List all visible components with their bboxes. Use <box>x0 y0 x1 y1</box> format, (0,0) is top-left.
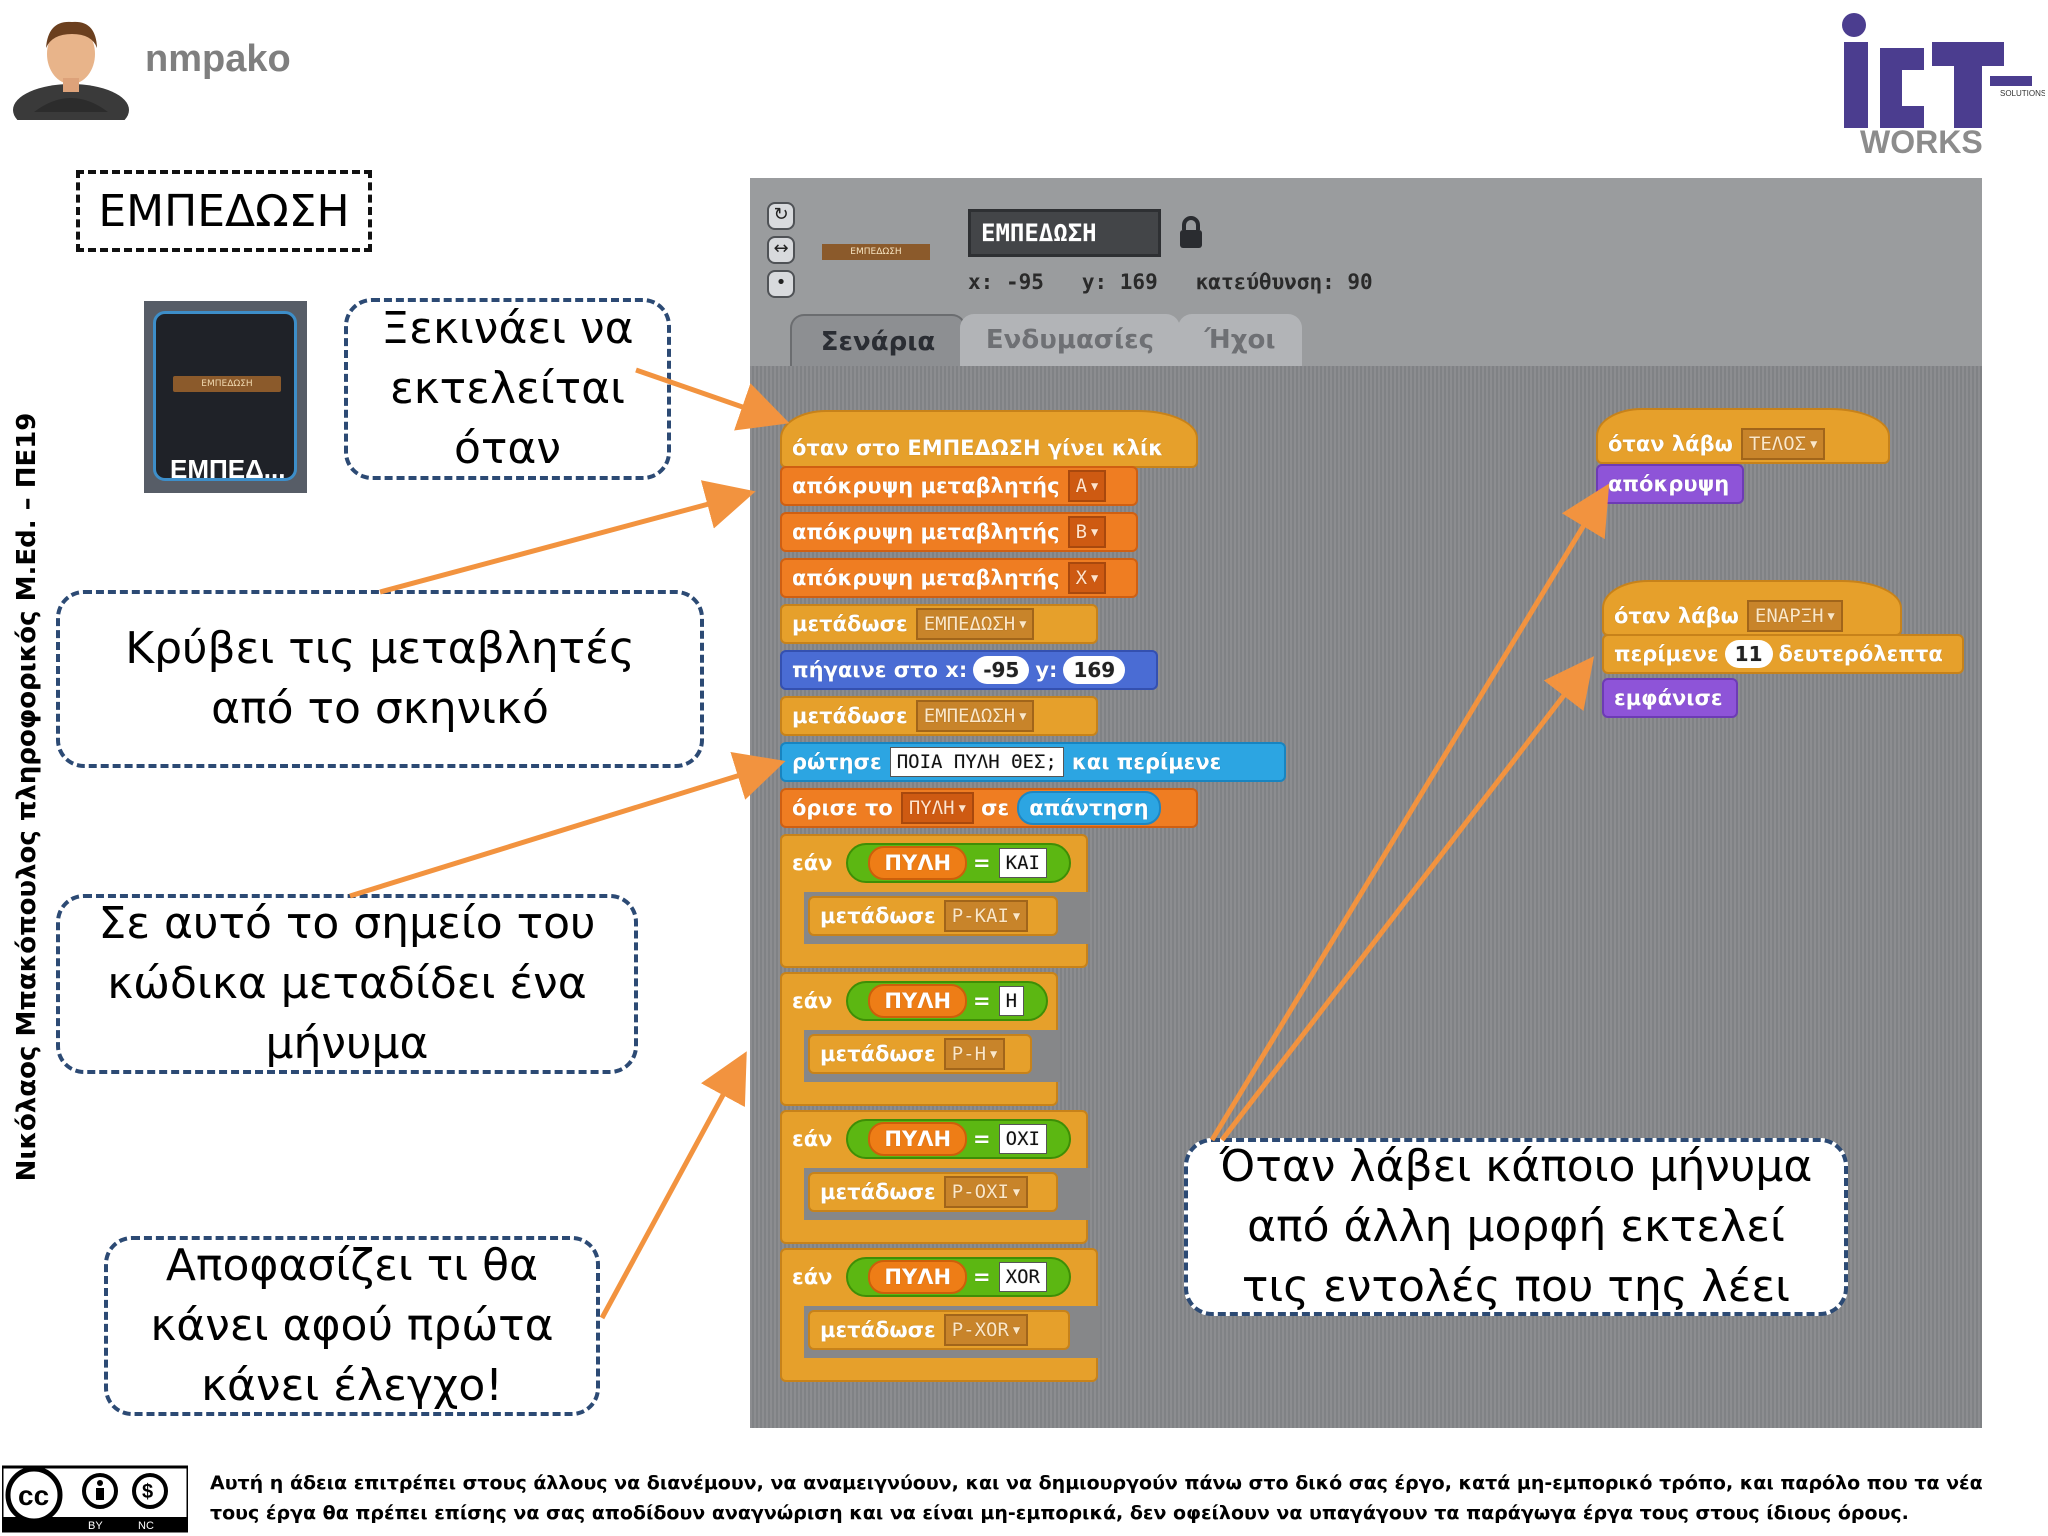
svg-text:cc: cc <box>18 1480 49 1511</box>
variable-dropdown[interactable]: A <box>1067 470 1107 502</box>
svg-text:SOLUTIONS: SOLUTIONS <box>2000 89 2045 98</box>
sprite-coords: x: -95 y: 169 κατεύθυνση: 90 <box>968 270 1373 294</box>
message-dropdown[interactable]: P-H <box>943 1038 1006 1070</box>
message-dropdown[interactable]: ΕΜΠΕΔΩΣΗ <box>915 608 1035 640</box>
arrow-to-if <box>599 1051 747 1320</box>
when-sprite-clicked-hat-block[interactable]: όταν στο ΕΜΠΕΔΩΣΗ γίνει κλίκ <box>780 410 1198 468</box>
equals-operator[interactable]: ΠΥΛΗ=H <box>846 981 1049 1021</box>
sprite-thumbnail-name: ΕΜΠΕΔ... <box>170 454 286 484</box>
message-dropdown[interactable]: P-XOR <box>943 1314 1029 1346</box>
user-avatar-icon <box>13 21 129 120</box>
compare-value[interactable]: ΚΑΙ <box>998 848 1047 878</box>
arrow-to-broadcast <box>349 751 786 899</box>
side-caption: Νικόλαος Μπακόπουλος πληροφορικός M.Ed. … <box>12 412 42 1182</box>
variable-dropdown[interactable]: B <box>1067 516 1107 548</box>
sprite-thumbnail[interactable]: ΕΜΠΕΔΩΣΗ ΕΜΠΕΔ... <box>144 301 307 493</box>
goto-y-input[interactable]: 169 <box>1063 656 1126 684</box>
receive-message-dropdown[interactable]: ΤΕΛΟΣ <box>1740 428 1826 460</box>
slide-title: ΕΜΠΕΔΩΣΗ <box>76 170 372 252</box>
svg-text:NC: NC <box>138 1520 154 1532</box>
note-hides: Κρύβει τις μεταβλητές από το σκηνικό <box>56 590 704 768</box>
variable-dropdown[interactable]: X <box>1067 562 1107 594</box>
note-broadcast: Σε αυτό το σημείο του κώδικα μεταδίδει έ… <box>56 894 638 1074</box>
note-decides: Αποφασίζει τι θα κάνει αφού πρώτα κάνει … <box>104 1236 600 1416</box>
rotate-style-icon[interactable]: ↻ <box>767 202 795 230</box>
compare-value[interactable]: H <box>998 986 1025 1016</box>
license-text: Αυτή η άδεια επιτρέπει στους άλλους να δ… <box>210 1472 1983 1524</box>
tab-costumes[interactable]: Ενδυμασίες <box>960 314 1180 366</box>
wait-seconds-input[interactable]: 11 <box>1724 640 1773 668</box>
sprite-preview: ΕΜΠΕΔΩΣΗ <box>822 244 930 260</box>
goto-x-input[interactable]: -95 <box>973 656 1030 684</box>
sprite-info-header: ↻ ↔ • ΕΜΠΕΔΩΣΗ ΕΜΠΕΔΩΣΗ x: -95 y: 169 κα… <box>750 178 1982 368</box>
hide-block[interactable]: απόκρυψη <box>1596 464 1744 504</box>
lock-icon[interactable] <box>1178 216 1204 250</box>
equals-operator[interactable]: ΠΥΛΗ=XOR <box>846 1257 1071 1297</box>
arrow-to-hide <box>379 480 756 595</box>
message-dropdown[interactable]: ΕΜΠΕΔΩΣΗ <box>915 700 1035 732</box>
note-receives: Όταν λάβει κάποιο μήνυμα από άλλη μορφή … <box>1184 1138 1848 1316</box>
sprite-thumbnail-mini-label: ΕΜΠΕΔΩΣΗ <box>173 376 281 392</box>
logo-works-text: WORKS <box>1860 124 1983 160</box>
show-block[interactable]: εμφάνισε <box>1602 678 1738 718</box>
tab-scripts[interactable]: Σενάρια <box>790 314 966 368</box>
equals-operator[interactable]: ΠΥΛΗ=ΟΧΙ <box>846 1119 1071 1159</box>
compare-value[interactable]: XOR <box>998 1262 1047 1292</box>
flip-style-icon[interactable]: ↔ <box>767 236 795 264</box>
username: nmpako <box>145 38 291 80</box>
ict-works-logo: WORKS SOLUTIONS <box>1842 13 2045 160</box>
creative-commons-by-nc-badge: cc $ BY NC <box>2 1465 188 1533</box>
sprite-name-field[interactable]: ΕΜΠΕΔΩΣΗ <box>968 209 1161 257</box>
if-label: εάν <box>792 851 833 875</box>
answer-reporter[interactable]: απάντηση <box>1017 791 1161 825</box>
no-rotate-icon[interactable]: • <box>767 270 795 298</box>
ask-text-input[interactable]: ΠΟΙΑ ΠΥΛΗ ΘΕΣ; <box>889 747 1064 777</box>
receive-message-dropdown[interactable]: ΕΝΑΡΞΗ <box>1746 600 1843 632</box>
message-dropdown[interactable]: P-ΚΑΙ <box>943 900 1029 932</box>
message-dropdown[interactable]: P-ΟΧΙ <box>943 1176 1029 1208</box>
tab-sounds[interactable]: Ήχοι <box>1178 314 1302 366</box>
compare-value[interactable]: ΟΧΙ <box>998 1124 1047 1154</box>
svg-text:$: $ <box>142 1481 153 1503</box>
svg-text:BY: BY <box>88 1520 103 1532</box>
set-variable-dropdown[interactable]: ΠΥΛΗ <box>900 792 974 824</box>
note-starts: Ξεκινάει να εκτελείται όταν <box>344 298 671 480</box>
equals-operator[interactable]: ΠΥΛΗ=ΚΑΙ <box>846 843 1071 883</box>
